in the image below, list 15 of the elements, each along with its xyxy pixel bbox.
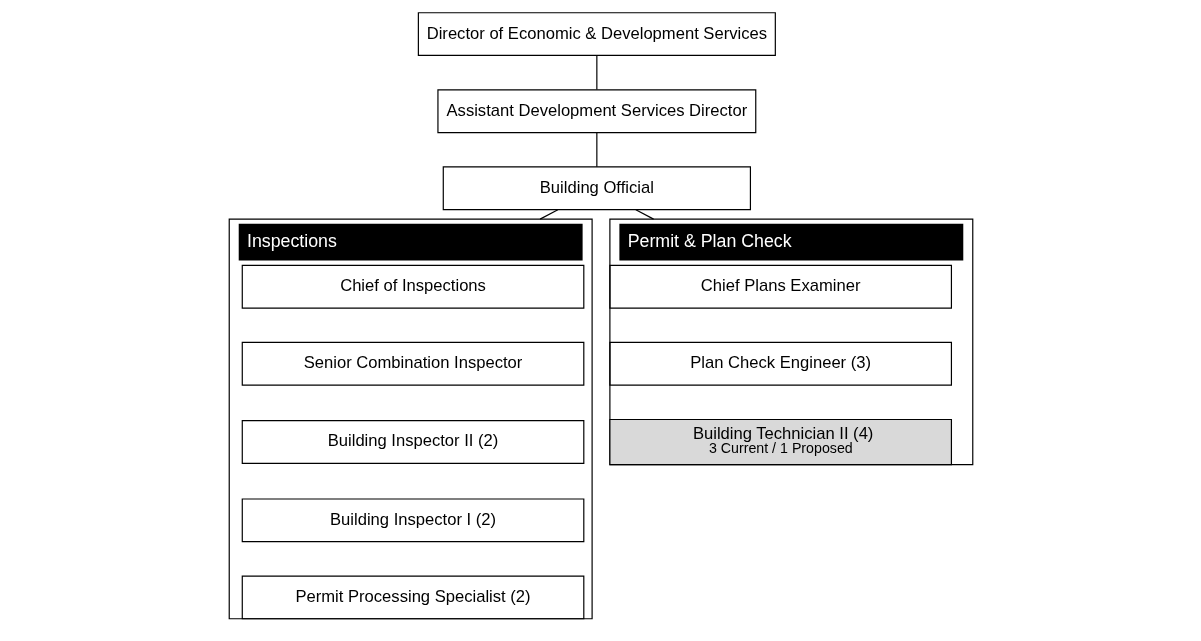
node-box: Director of Economic & Development Services [417, 12, 776, 57]
node-box: Building Inspector II (2) [241, 420, 584, 464]
connector [595, 132, 597, 168]
node-box: Assistant Development Services Director [436, 89, 756, 134]
node-box: Chief Plans Examiner [608, 264, 952, 309]
node-box: Building Technician II (4) 3 Current / 1 Proposed [608, 418, 952, 466]
node-box: Senior Combination Inspector [241, 341, 584, 386]
connector [595, 55, 597, 91]
node-box: Chief of Inspections [241, 264, 584, 309]
node-box: Plan Check Engineer (3) [608, 341, 952, 386]
node-box: Permit Processing Specialist (2) [241, 575, 584, 620]
node-box: Building Official [442, 166, 751, 211]
connector [539, 209, 558, 220]
node-box: Building Inspector I (2) [241, 498, 584, 543]
connector [634, 209, 654, 220]
